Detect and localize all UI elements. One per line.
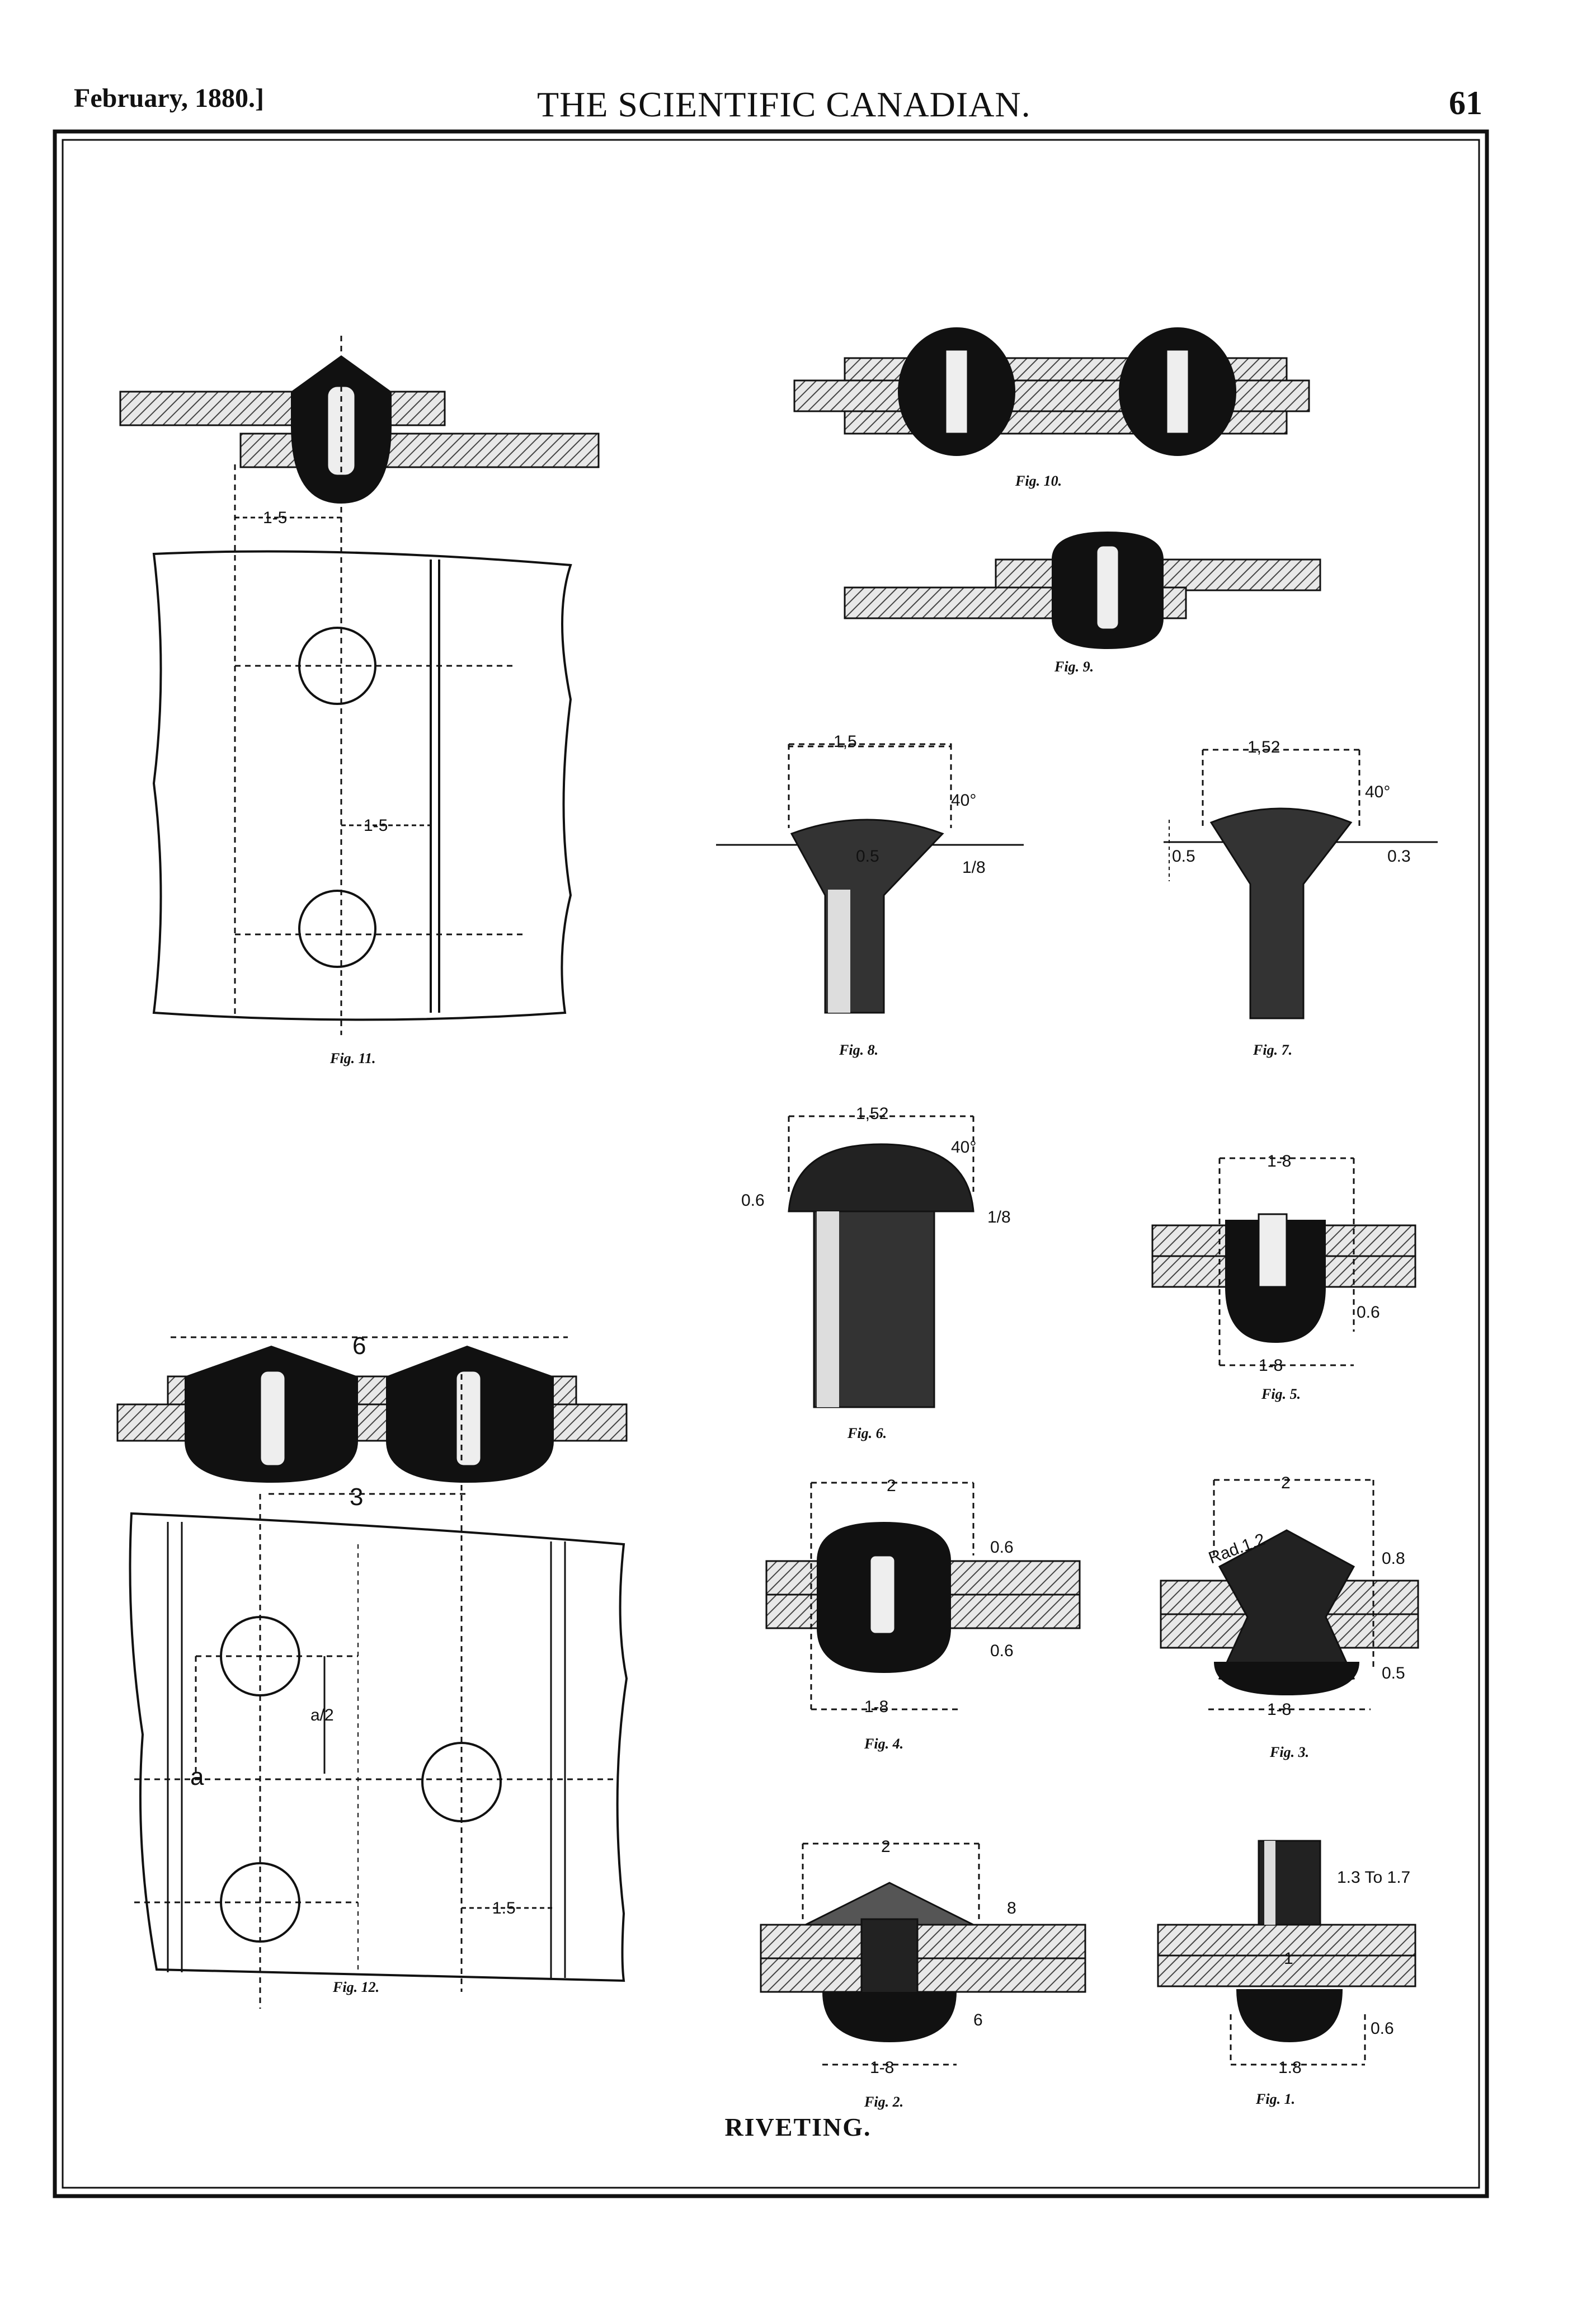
fig8-dim-width: 1,5: [834, 732, 857, 751]
fig1-dim-head: 0.6: [1371, 2019, 1394, 2038]
fig11-label: Fig. 11.: [329, 1050, 376, 1066]
fig8-dim-head: 0.5: [856, 847, 879, 866]
issue-date: February, 1880.]: [74, 83, 264, 113]
fig12-dim-a: a: [190, 1763, 204, 1790]
fig12-dim-edge: 1.5: [492, 1899, 516, 1917]
fig10-label: Fig. 10.: [1015, 473, 1062, 489]
fig7-dim-depth: 0.3: [1387, 847, 1411, 866]
fig5-dim-bottom: 1-8: [1259, 1356, 1283, 1375]
fig4-label: Fig. 4.: [864, 1736, 903, 1752]
fig4: [765, 1482, 1081, 1710]
page-number: 61: [1449, 84, 1482, 121]
fig2-label: Fig. 2.: [864, 2094, 903, 2110]
fig3-dim-tail: 0.5: [1382, 1664, 1405, 1682]
fig2-dim-bottom: 1-8: [870, 2058, 894, 2077]
fig6-dim-angle: 40°: [951, 1138, 976, 1157]
fig1-dim-shank: 1: [1284, 1949, 1293, 1968]
fig3-dim-head: 0.8: [1382, 1549, 1405, 1568]
fig5-dim-head: 0.6: [1357, 1303, 1380, 1322]
fig7-dim-head: 0.5: [1172, 847, 1195, 866]
fig3: [1160, 1479, 1419, 1710]
plate-border-inner: [62, 139, 1480, 2189]
fig4-dim-bottom: 1-8: [864, 1698, 888, 1716]
fig11-dim-b: 1-5: [364, 816, 388, 835]
fig2-dim-cone: 8: [1007, 1899, 1016, 1917]
fig2: [760, 1842, 1086, 2066]
fig11-dim-a: 1-5: [263, 509, 287, 527]
fig7-dim-angle: 40°: [1365, 783, 1390, 801]
fig6-dim-width: 1,52: [856, 1104, 888, 1123]
fig9: [844, 532, 1321, 649]
fig7: [1164, 749, 1438, 1019]
fig4-dim-head-top: 0.6: [990, 1538, 1014, 1557]
fig9-label: Fig. 9.: [1054, 659, 1094, 675]
fig12-dim-offset: 3: [350, 1483, 363, 1511]
fig6-label: Fig. 6.: [847, 1425, 887, 1441]
fig1-dim-bottom: 1.8: [1278, 2058, 1302, 2077]
fig6: [788, 1115, 974, 1408]
fig12-dim-half: a/2: [310, 1706, 334, 1724]
fig4-dim-top: 2: [887, 1477, 896, 1495]
fig10: [793, 327, 1310, 456]
fig7-dim-width: 1,52: [1247, 738, 1280, 756]
fig12-label: Fig. 12.: [332, 1979, 379, 1995]
fig2-dim-head: 6: [973, 2011, 983, 2029]
fig11: [119, 336, 600, 1035]
plate-caption: RIVETING.: [724, 2113, 872, 2141]
fig3-dim-top: 2: [1281, 1474, 1291, 1492]
fig8: [716, 743, 1024, 1014]
fig8-dim-angle: 40°: [951, 791, 976, 810]
fig4-dim-head-bottom: 0.6: [990, 1642, 1014, 1660]
fig6-dim-countersink: 1/8: [987, 1208, 1011, 1226]
fig8-label: Fig. 8.: [839, 1042, 878, 1058]
fig12: [116, 1336, 628, 2009]
fig5: [1151, 1157, 1416, 1366]
fig5-label: Fig. 5.: [1261, 1386, 1301, 1402]
fig1-dim-projection: 1.3 To 1.7: [1337, 1868, 1410, 1887]
fig3-label: Fig. 3.: [1269, 1744, 1309, 1760]
fig7-label: Fig. 7.: [1253, 1042, 1292, 1058]
fig8-dim-countersink: 1/8: [962, 858, 986, 877]
fig1-label: Fig. 1.: [1255, 2091, 1295, 2107]
fig1: [1157, 1840, 1416, 2066]
plate-border-outer: [53, 129, 1489, 2198]
fig3-dim-bottom: 1-8: [1267, 1700, 1291, 1719]
fig5-dim-top: 1-8: [1267, 1152, 1291, 1171]
page-header: February, 1880.] THE SCIENTIFIC CANADIAN…: [0, 0, 1596, 134]
fig12-dim-pitch: 6: [352, 1332, 366, 1360]
journal-title: THE SCIENTIFIC CANADIAN.: [537, 84, 1031, 124]
fig6-dim-head: 0.6: [741, 1191, 765, 1210]
fig2-dim-top: 2: [881, 1837, 891, 1856]
